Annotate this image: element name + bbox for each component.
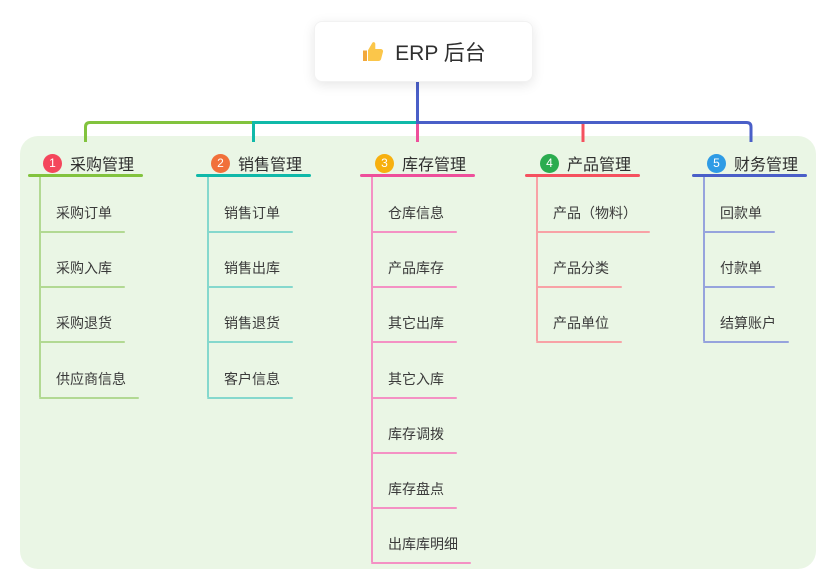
- child-underline: [207, 286, 293, 288]
- child-node-label: 产品（物料）: [553, 205, 637, 221]
- branch-title-label: 财务管理: [734, 157, 799, 174]
- branch-child-rail: [536, 177, 538, 341]
- child-node[interactable]: 销售订单: [207, 203, 293, 233]
- thumbs-up-icon: [363, 41, 384, 61]
- child-underline: [371, 231, 457, 233]
- child-underline: [703, 231, 775, 233]
- child-node-label: 其它出库: [388, 315, 444, 331]
- child-underline: [536, 286, 622, 288]
- child-node[interactable]: 库存调拨: [371, 424, 457, 454]
- branch-number-badge: 4: [540, 153, 559, 173]
- child-node-label: 销售退货: [224, 315, 280, 331]
- child-underline: [371, 397, 457, 399]
- child-underline: [371, 286, 457, 288]
- branch-child-rail: [371, 177, 373, 562]
- branch-number-badge: 2: [211, 153, 230, 173]
- child-node[interactable]: 回款单: [703, 203, 775, 233]
- child-node[interactable]: 销售退货: [207, 313, 293, 343]
- child-node[interactable]: 其它入库: [371, 369, 457, 399]
- child-node[interactable]: 产品库存: [371, 258, 457, 288]
- root-node-label: ERP 后台: [395, 41, 486, 65]
- branch-underline: [692, 174, 807, 177]
- child-node[interactable]: 仓库信息: [371, 203, 457, 233]
- branch-number-badge: 3: [375, 153, 394, 173]
- child-node[interactable]: 采购订单: [39, 203, 125, 233]
- child-underline: [207, 341, 293, 343]
- child-node-label: 付款单: [720, 260, 762, 276]
- child-underline: [39, 341, 125, 343]
- child-node[interactable]: 出库库明细: [371, 534, 471, 564]
- child-node-label: 出库库明细: [388, 536, 458, 552]
- root-node[interactable]: ERP 后台: [314, 21, 533, 82]
- child-node[interactable]: 产品分类: [536, 258, 622, 288]
- child-node-label: 库存盘点: [388, 481, 444, 497]
- child-node-label: 仓库信息: [388, 205, 444, 221]
- child-node[interactable]: 付款单: [703, 258, 775, 288]
- child-underline: [371, 507, 457, 509]
- child-underline: [536, 231, 650, 233]
- child-node-label: 其它入库: [388, 371, 444, 387]
- child-node-label: 销售订单: [224, 205, 280, 221]
- branch-underline: [360, 174, 475, 177]
- child-node[interactable]: 采购退货: [39, 313, 125, 343]
- branch-number-badge: 1: [43, 153, 62, 173]
- branch-title-label: 采购管理: [70, 157, 135, 174]
- child-node[interactable]: 采购入库: [39, 258, 125, 288]
- branch-title-purchase[interactable]: 1 采购管理: [43, 151, 134, 175]
- child-node-label: 采购订单: [56, 205, 112, 221]
- branch-underline: [525, 174, 640, 177]
- child-underline: [39, 231, 125, 233]
- child-node-label: 客户信息: [224, 371, 280, 387]
- child-underline: [39, 397, 139, 399]
- child-node-label: 产品分类: [553, 260, 609, 276]
- branch-number-badge: 5: [707, 153, 726, 173]
- child-underline: [703, 341, 789, 343]
- branch-title-label: 产品管理: [567, 157, 632, 174]
- branch-title-sales[interactable]: 2 销售管理: [211, 151, 302, 175]
- child-node-label: 采购入库: [56, 260, 112, 276]
- child-node[interactable]: 其它出库: [371, 313, 457, 343]
- branch-child-rail: [703, 177, 705, 341]
- child-node-label: 库存调拨: [388, 426, 444, 442]
- child-node-label: 结算账户: [720, 315, 776, 331]
- child-node-label: 采购退货: [56, 315, 112, 331]
- branch-title-label: 库存管理: [402, 157, 467, 174]
- child-node[interactable]: 供应商信息: [39, 369, 139, 399]
- branch-underline: [196, 174, 311, 177]
- child-underline: [207, 397, 293, 399]
- branch-title-product[interactable]: 4 产品管理: [540, 151, 631, 175]
- child-node-label: 产品库存: [388, 260, 444, 276]
- child-underline: [39, 286, 125, 288]
- child-node-label: 产品单位: [553, 315, 609, 331]
- child-node-label: 销售出库: [224, 260, 280, 276]
- child-underline: [371, 341, 457, 343]
- child-node[interactable]: 客户信息: [207, 369, 293, 399]
- child-underline: [703, 286, 775, 288]
- branch-title-finance[interactable]: 5 财务管理: [707, 151, 798, 175]
- child-node-label: 供应商信息: [56, 371, 126, 387]
- child-underline: [536, 341, 622, 343]
- child-underline: [371, 562, 471, 564]
- child-node-label: 回款单: [720, 205, 762, 221]
- child-node[interactable]: 产品单位: [536, 313, 622, 343]
- child-node[interactable]: 销售出库: [207, 258, 293, 288]
- child-node[interactable]: 结算账户: [703, 313, 789, 343]
- child-node[interactable]: 产品（物料）: [536, 203, 650, 233]
- branch-title-inventory[interactable]: 3 库存管理: [375, 151, 466, 175]
- branch-underline: [28, 174, 143, 177]
- branch-title-label: 销售管理: [238, 157, 303, 174]
- child-node[interactable]: 库存盘点: [371, 479, 457, 509]
- background-panel: [20, 136, 816, 569]
- child-underline: [207, 231, 293, 233]
- child-underline: [371, 452, 457, 454]
